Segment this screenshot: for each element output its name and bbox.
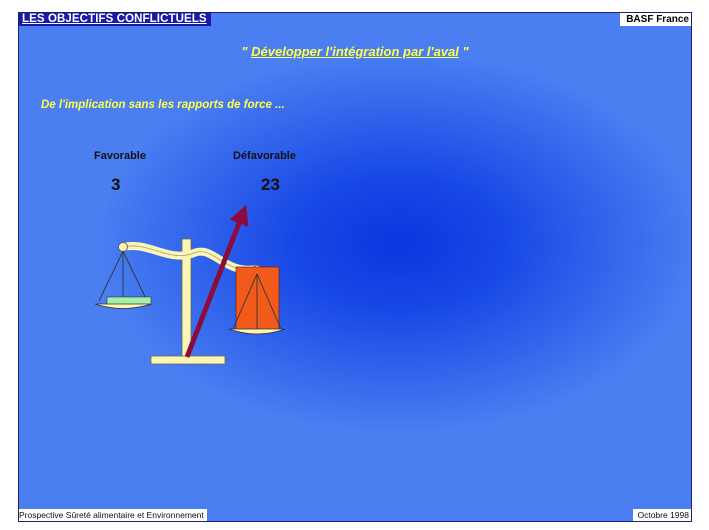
favorable-label: Favorable bbox=[94, 150, 146, 162]
defavorable-weight bbox=[235, 266, 280, 331]
right-pan bbox=[228, 266, 286, 335]
favorable-count: 3 bbox=[111, 175, 121, 194]
defavorable-count: 23 bbox=[261, 175, 280, 194]
footer-left: Prospective Sûreté alimentaire et Enviro… bbox=[19, 509, 207, 521]
company-name: BASF France bbox=[620, 13, 691, 26]
subtitle-text: Développer l'intégration par l'aval bbox=[251, 44, 459, 59]
slide: LES OBJECTIFS CONFLICTUELS BASF France "… bbox=[18, 12, 692, 522]
slide-subtitle: " Développer l'intégration par l'aval " bbox=[19, 44, 691, 59]
slide-title: LES OBJECTIFS CONFLICTUELS bbox=[19, 13, 211, 26]
subtitle-close-quote: " bbox=[462, 44, 469, 59]
defavorable-label: Défavorable bbox=[233, 150, 296, 162]
left-pan bbox=[94, 250, 152, 309]
subtitle-open-quote: " bbox=[241, 44, 248, 59]
trend-arrow bbox=[184, 204, 249, 358]
intro-text: De l'implication sans les rapports de fo… bbox=[41, 99, 285, 111]
scale-pivot-left bbox=[118, 242, 128, 252]
footer-date: Octobre 1998 bbox=[633, 509, 691, 521]
balance-scale-illustration bbox=[94, 204, 286, 365]
